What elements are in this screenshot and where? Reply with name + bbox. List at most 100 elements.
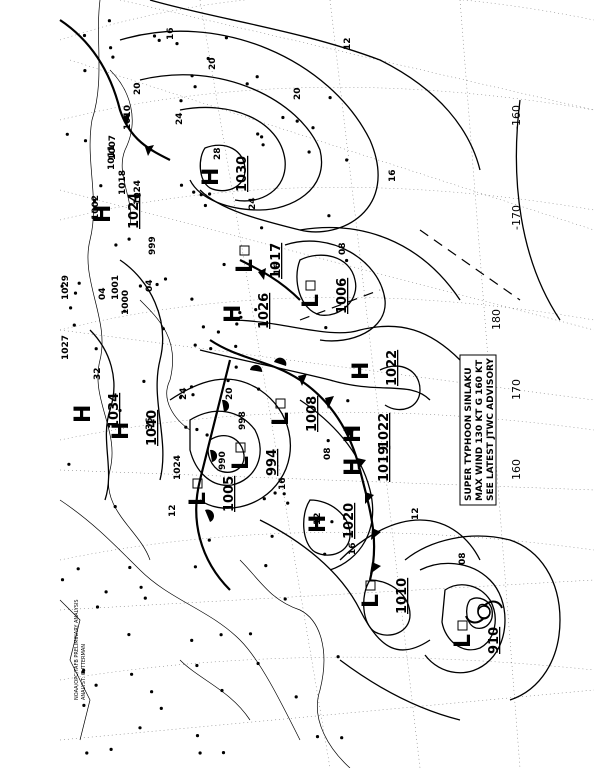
center-pressure: 1030	[235, 156, 250, 192]
station-dot	[340, 736, 344, 740]
station-dot	[60, 578, 65, 582]
center-type: H	[341, 458, 366, 476]
isobar-label: 24	[248, 197, 258, 210]
station-dot	[138, 726, 142, 730]
station-dot	[234, 344, 238, 348]
isobar-label: 20	[293, 87, 303, 100]
station-dot	[130, 672, 134, 676]
pressure-center: L 994	[229, 442, 280, 476]
station-dot	[82, 33, 87, 38]
center-type: L	[229, 456, 254, 470]
station-dot	[195, 427, 199, 432]
isobar-label: 08	[458, 552, 468, 565]
station-dot	[330, 520, 334, 524]
isobar-label: 1027	[61, 335, 71, 360]
station-dot	[83, 139, 88, 143]
isobar-label: 16	[166, 27, 176, 40]
station-dot	[189, 385, 194, 389]
station-dot	[216, 330, 220, 334]
isobar-label: 36	[145, 417, 155, 430]
isobar-label: 20	[208, 57, 218, 70]
center-marker	[365, 580, 376, 591]
credit-line-2: ANALYST: CUTTERMAN	[81, 644, 87, 700]
station-dot	[257, 387, 261, 391]
center-marker	[239, 245, 250, 256]
station-dot	[161, 327, 165, 331]
station-dot	[345, 258, 349, 263]
station-dot	[152, 34, 157, 38]
lon-label-2: -170	[510, 205, 523, 230]
center-type: L	[299, 294, 324, 308]
station-dot	[109, 747, 113, 752]
pressure-center: H 1019	[341, 446, 392, 482]
station-dot	[345, 158, 349, 162]
station-dot	[222, 262, 226, 267]
station-dot	[256, 132, 260, 136]
station-dot	[184, 425, 188, 429]
isobar-label: 20	[225, 387, 235, 400]
station-dot	[163, 277, 168, 281]
station-dot	[219, 633, 223, 637]
station-dot	[107, 19, 111, 23]
advisory-line-2: MAX WIND 130 KT G 160 KT	[475, 359, 485, 501]
station-dot	[150, 690, 154, 694]
analysis-credit: NOAA/OPC/TAFB PRELIMINARY ANALYSIS ANALY…	[74, 599, 87, 700]
center-marker	[305, 280, 316, 291]
station-dot	[281, 115, 285, 120]
isobar-label: 1002	[91, 195, 101, 220]
station-dot	[104, 590, 108, 594]
station-dot	[99, 184, 103, 188]
station-dot	[65, 132, 69, 136]
station-dot	[264, 564, 268, 568]
station-dot	[138, 284, 142, 288]
station-dot	[245, 82, 249, 86]
station-dot	[315, 735, 320, 739]
station-dot	[350, 429, 354, 433]
center-pressure: 1010	[395, 578, 410, 614]
station-dot	[193, 85, 197, 89]
isobar-label: 1010	[123, 105, 133, 130]
advisory-line-1: SUPER TYPHOON SINLAKU	[464, 367, 474, 501]
station-dot	[201, 325, 205, 329]
station-plots	[60, 19, 354, 755]
station-dot	[192, 190, 196, 194]
station-dot	[295, 119, 299, 123]
isobar-label: 1000	[121, 290, 131, 315]
lon-label-1: -160	[510, 105, 523, 130]
station-dot	[193, 565, 197, 569]
isobar-label: 1029	[61, 275, 71, 300]
station-dot	[67, 462, 71, 466]
center-type: H	[349, 362, 374, 380]
isobar-label: 998	[238, 411, 248, 430]
isobar-label: 20	[133, 82, 143, 95]
station-dot	[72, 323, 76, 327]
center-pressure: 1005	[222, 476, 237, 512]
center-pressure: 994	[265, 449, 280, 476]
station-dot	[195, 663, 199, 668]
station-dot	[205, 433, 209, 437]
isobar-label: 08	[338, 242, 348, 255]
fronts	[59, 19, 381, 591]
station-dot	[270, 534, 274, 538]
center-type: H	[91, 205, 116, 223]
station-dot	[143, 596, 147, 600]
station-dot	[73, 291, 78, 295]
center-type: H	[221, 305, 246, 323]
station-dot	[286, 501, 290, 505]
station-dot	[224, 36, 228, 40]
station-dot	[94, 347, 98, 351]
station-dot	[235, 322, 239, 326]
center-pressure: 1019	[377, 446, 392, 482]
station-dot	[191, 393, 195, 397]
station-dot	[346, 399, 350, 403]
center-type: L	[186, 492, 211, 506]
station-dot	[256, 661, 260, 666]
station-dot	[179, 99, 183, 103]
center-type: H	[71, 405, 96, 423]
